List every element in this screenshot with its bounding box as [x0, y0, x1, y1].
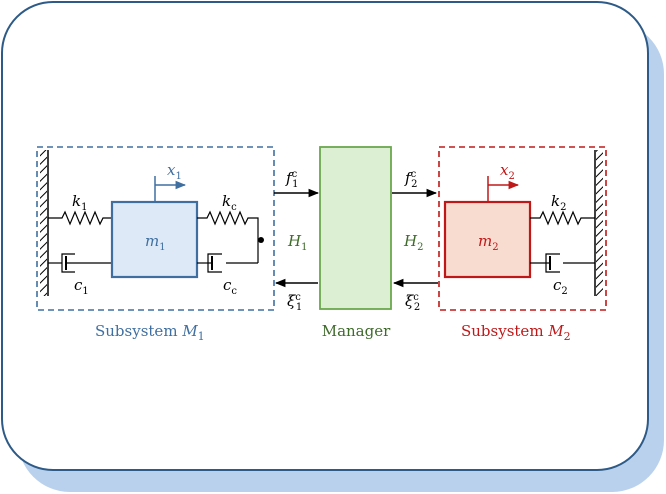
manager-box	[319, 146, 392, 310]
damper-c2-label: c2	[553, 276, 568, 297]
damper-c2	[530, 253, 595, 273]
position-x2-label: x2	[500, 161, 515, 182]
subsystem-2: m2 x2 k2 c2 Sub	[438, 146, 607, 343]
subsystem-1-caption: Subsystem M1	[95, 322, 205, 343]
manager-h1-label: H1	[287, 232, 307, 253]
manager-caption: Manager	[322, 322, 391, 340]
damper-c1-label: c1	[74, 276, 89, 297]
damper-cc-label: cc	[223, 276, 237, 297]
subsystem-1: k1 c1 m1 x1 kc	[36, 146, 275, 343]
mass-m1	[110, 200, 199, 279]
damper-c1	[48, 253, 112, 273]
subsystem-2-caption: Subsystem M2	[461, 322, 571, 343]
spring-kc	[197, 210, 259, 240]
spring-k2-label: k2	[551, 192, 566, 213]
left-wall	[40, 150, 49, 296]
position-x2-arrow	[487, 176, 520, 202]
spring-k2	[530, 210, 595, 226]
spring-kc-label: kc	[222, 192, 237, 213]
damper-cc	[197, 240, 259, 273]
spring-k1	[48, 210, 112, 226]
position-x1-label: x1	[167, 161, 182, 182]
spring-k1-label: k1	[72, 192, 87, 213]
mass-m2-label: m2	[478, 232, 499, 253]
coupling-node	[258, 237, 264, 243]
manager-h2-label: H2	[403, 232, 423, 253]
mass-m2	[443, 200, 532, 279]
mass-m1-label: m1	[145, 232, 166, 253]
manager: H1 H2 Manager	[287, 146, 423, 340]
position-x1-arrow	[154, 176, 187, 202]
subsystem-2-boundary	[438, 146, 607, 311]
right-wall	[594, 150, 603, 296]
